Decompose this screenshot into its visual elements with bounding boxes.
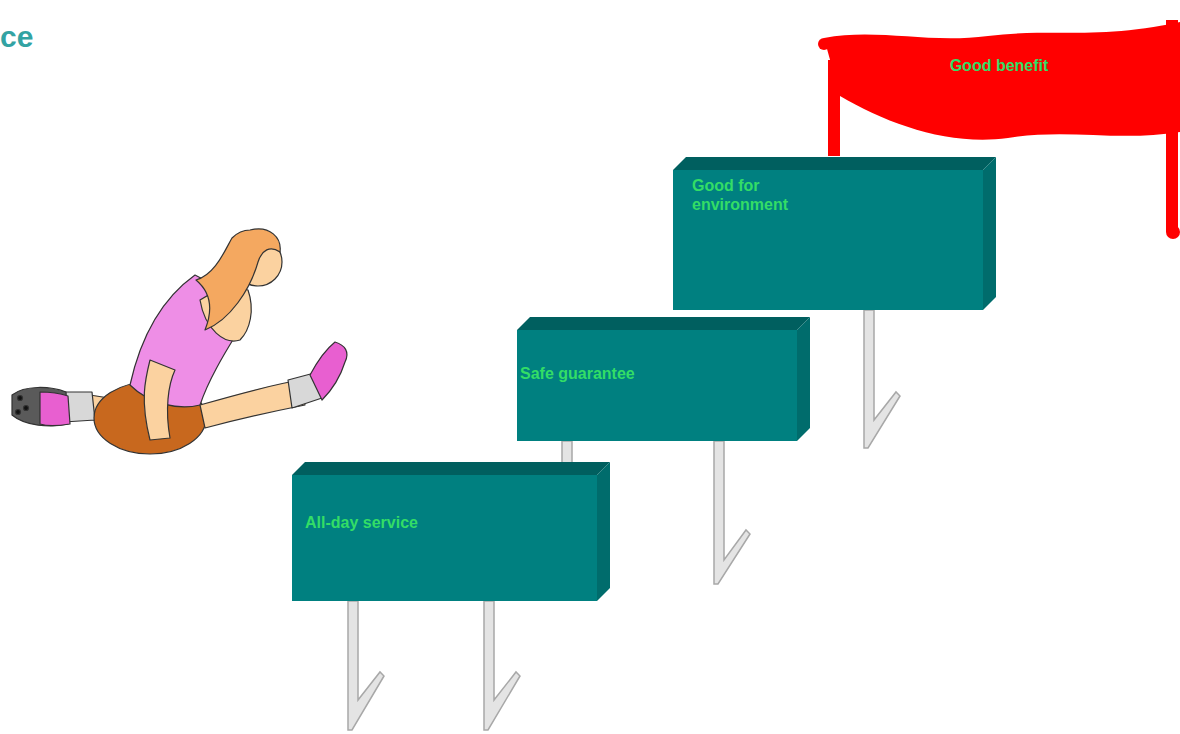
hurdle-leg	[348, 601, 384, 730]
box-faces	[292, 157, 996, 601]
box-side	[797, 317, 810, 441]
flag-banner: Good benefit	[818, 0, 1180, 160]
hurdle-box: Good for environment	[673, 170, 983, 310]
cleat	[16, 410, 21, 415]
box-top	[517, 317, 810, 330]
hurdle-leg	[864, 310, 900, 448]
flag-shape	[818, 0, 1180, 160]
box-label: Safe guarantee	[520, 364, 780, 383]
flag-knob	[1166, 225, 1180, 239]
cleat	[24, 406, 29, 411]
arm	[144, 360, 175, 440]
box-top	[673, 157, 996, 170]
cleat	[18, 396, 23, 401]
shoe	[310, 342, 347, 400]
hurdle-box: All-day service	[292, 475, 597, 601]
flag-label: Good benefit	[818, 56, 1180, 75]
hurdle-leg	[484, 601, 520, 730]
box-label: Good for environment	[692, 176, 857, 214]
box-top	[292, 462, 610, 475]
hurdle-box: Safe guarantee	[517, 330, 797, 441]
hurdler	[12, 229, 347, 454]
box-label: All-day service	[305, 513, 585, 532]
title: ce	[0, 20, 33, 54]
box-side	[983, 157, 996, 310]
hair	[196, 229, 280, 330]
box-side	[597, 462, 610, 601]
hurdle-leg	[714, 441, 750, 584]
flag-cloth	[824, 22, 1180, 140]
shoe	[40, 392, 70, 426]
